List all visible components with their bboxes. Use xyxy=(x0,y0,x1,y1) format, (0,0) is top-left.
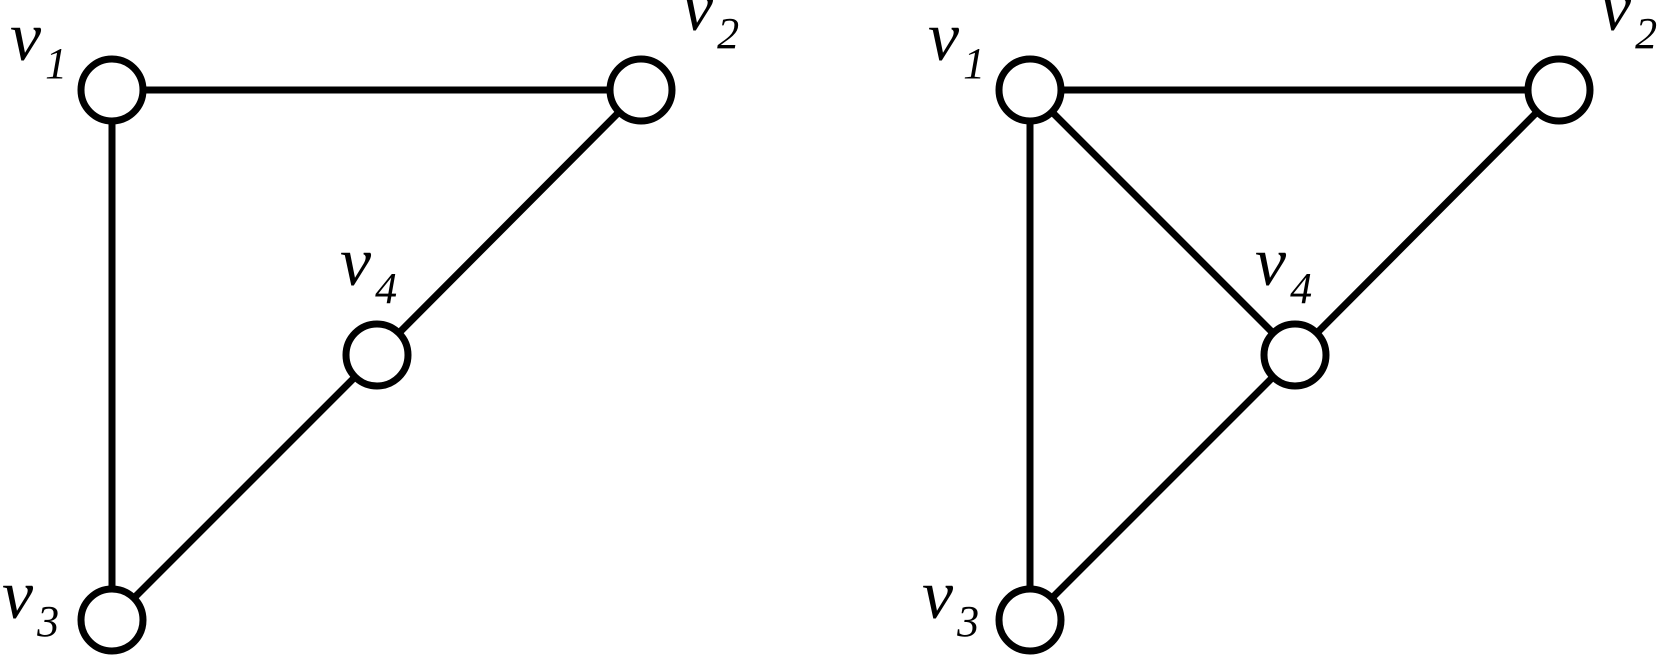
node-v3 xyxy=(77,585,147,655)
node-v2 xyxy=(606,55,676,125)
edge-v4-v3 xyxy=(1026,351,1299,624)
node-label-v1: v1 xyxy=(928,0,985,88)
node-label-subscript: 4 xyxy=(1290,264,1312,313)
node-label-letter: v xyxy=(928,0,960,76)
node-label-subscript: 3 xyxy=(956,597,979,646)
node-label-subscript: 1 xyxy=(45,39,67,88)
node-label-v2: v2 xyxy=(682,0,739,58)
node-label-v1: v1 xyxy=(10,0,67,88)
node-label-letter: v xyxy=(1600,0,1632,46)
node-label-v3: v3 xyxy=(2,557,59,646)
node-label-subscript: 1 xyxy=(963,39,985,88)
node-label-v4: v4 xyxy=(1255,224,1312,313)
node-v2 xyxy=(1524,55,1594,125)
node-label-v2: v2 xyxy=(1600,0,1657,58)
node-label-subscript: 4 xyxy=(375,264,397,313)
node-label-letter: v xyxy=(10,0,42,76)
node-label-letter: v xyxy=(340,224,372,301)
node-label-letter: v xyxy=(2,557,34,634)
node-label-subscript: 2 xyxy=(717,9,739,58)
node-label-v4: v4 xyxy=(340,224,397,313)
node-label-letter: v xyxy=(1255,224,1287,301)
edge-v1-v4 xyxy=(1026,86,1299,359)
edge-v2-v4 xyxy=(373,86,645,359)
node-label-subscript: 2 xyxy=(1635,9,1657,58)
node-v4 xyxy=(342,320,412,390)
node-label-subscript: 3 xyxy=(36,597,59,646)
node-v4 xyxy=(1260,320,1330,390)
edge-v4-v3 xyxy=(108,351,381,624)
node-label-v3: v3 xyxy=(922,557,979,646)
node-v1 xyxy=(995,55,1065,125)
node-v3 xyxy=(995,585,1065,655)
node-v1 xyxy=(77,55,147,125)
edge-v2-v4 xyxy=(1291,86,1563,359)
node-label-letter: v xyxy=(922,557,954,634)
node-label-letter: v xyxy=(682,0,714,46)
